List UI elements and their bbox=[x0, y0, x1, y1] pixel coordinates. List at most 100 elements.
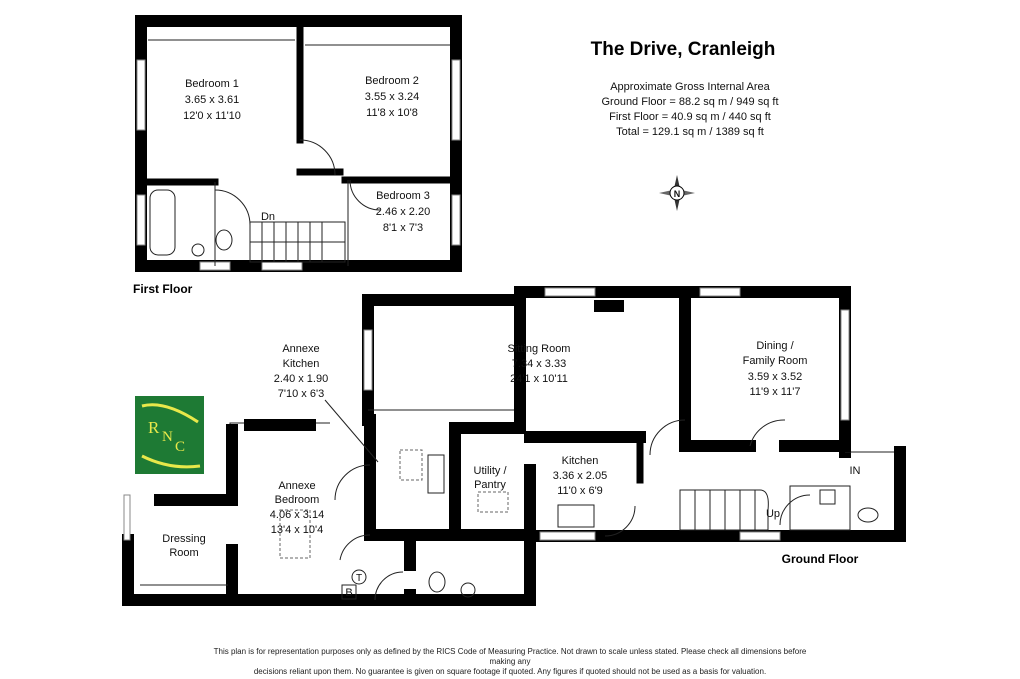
wall bbox=[524, 446, 906, 542]
room-name: Bedroom 2 bbox=[365, 75, 419, 87]
room-name: Annexe bbox=[278, 480, 315, 492]
window bbox=[539, 531, 596, 541]
door bbox=[334, 464, 371, 501]
room-name: Bedroom 3 bbox=[376, 190, 430, 202]
property-title: The Drive, Cranleigh bbox=[591, 39, 776, 60]
toilet-icon bbox=[215, 229, 233, 251]
wall bbox=[679, 290, 756, 452]
door bbox=[604, 505, 636, 537]
room-dressing-room: Dressing Room bbox=[162, 533, 205, 559]
room-sitting-room: Sitting Room 7.34 x 3.33 24'1 x 10'11 bbox=[508, 343, 571, 385]
window bbox=[544, 287, 596, 297]
ground-floor-label: Ground Floor bbox=[782, 552, 859, 566]
wall bbox=[122, 534, 536, 606]
room-utility-pantry: Utility / Pantry bbox=[474, 465, 508, 491]
boiler-box bbox=[341, 584, 357, 600]
room-metric: 2.46 x 2.20 bbox=[376, 206, 430, 218]
room-imperial: 11'9 x 11'7 bbox=[750, 386, 801, 398]
cloakroom bbox=[789, 485, 851, 531]
window bbox=[451, 59, 461, 141]
first-floor-area: First Floor = 40.9 sq m / 440 sq ft bbox=[609, 111, 771, 123]
room-name: Family Room bbox=[743, 355, 808, 367]
door bbox=[299, 139, 336, 176]
svg-text:N: N bbox=[162, 429, 173, 445]
room-name: Room bbox=[169, 547, 198, 559]
room-metric: 4.06 x 3.14 bbox=[270, 509, 324, 521]
toilet-icon bbox=[857, 507, 879, 523]
door bbox=[749, 419, 786, 447]
room-metric: 7.34 x 3.33 bbox=[512, 358, 566, 370]
window bbox=[699, 287, 741, 297]
room-metric: 2.40 x 1.90 bbox=[274, 373, 328, 385]
disclaimer: This plan is for representation purposes… bbox=[200, 647, 820, 677]
room-imperial: 11'8 x 10'8 bbox=[366, 107, 418, 119]
basin-icon bbox=[191, 243, 205, 257]
room-imperial: 24'1 x 10'11 bbox=[510, 373, 568, 385]
room-metric: 3.36 x 2.05 bbox=[553, 470, 607, 482]
room-imperial: 7'10 x 6'3 bbox=[278, 388, 324, 400]
room-name: Dining / bbox=[756, 340, 794, 352]
total-area: Total = 129.1 sq m / 1389 sq ft bbox=[616, 126, 764, 138]
room-metric: 3.59 x 3.52 bbox=[748, 371, 802, 383]
room-name: Kitchen bbox=[283, 358, 320, 370]
window bbox=[136, 59, 146, 131]
room-name: Bedroom 1 bbox=[185, 78, 239, 90]
window bbox=[840, 309, 850, 421]
room-annexe-bedroom: Annexe Bedroom 4.06 x 3.14 13'4 x 10'4 bbox=[270, 480, 324, 536]
pointer-arrow bbox=[324, 399, 379, 463]
stairs-up-label: Up bbox=[766, 508, 780, 520]
area-heading: Approximate Gross Internal Area bbox=[610, 81, 770, 93]
north-arrow-icon: N bbox=[659, 175, 695, 211]
window bbox=[363, 329, 373, 391]
svg-text:C: C bbox=[175, 439, 185, 455]
basin-icon bbox=[460, 582, 476, 598]
room-name: Bedroom bbox=[275, 494, 320, 506]
room-imperial: 13'4 x 10'4 bbox=[271, 524, 324, 536]
door bbox=[374, 571, 404, 601]
room-name: Pantry bbox=[474, 479, 506, 491]
ground-floor-plan: B T Up IN Ground Floor Annexe Kitchen 2.… bbox=[122, 286, 906, 606]
window bbox=[123, 494, 131, 541]
stairs bbox=[679, 489, 769, 531]
rnc-logo: R N C bbox=[135, 396, 204, 474]
stairs-down-label: Dn bbox=[261, 211, 275, 223]
toilet-icon bbox=[428, 571, 446, 593]
room-imperial: 12'0 x 11'10 bbox=[183, 110, 241, 122]
room-bedroom-3: Bedroom 3 2.46 x 2.20 8'1 x 7'3 bbox=[376, 190, 430, 234]
sink-icon bbox=[557, 504, 595, 528]
room-name: Annexe bbox=[282, 343, 319, 355]
room-imperial: 11'0 x 6'9 bbox=[557, 485, 603, 497]
room-dining-family: Dining / Family Room 3.59 x 3.52 11'9 x … bbox=[743, 340, 808, 398]
room-name: Dressing bbox=[162, 533, 205, 545]
north-label: N bbox=[674, 189, 681, 199]
skylight bbox=[477, 491, 509, 513]
boiler-label: B bbox=[345, 587, 352, 599]
door bbox=[214, 189, 251, 226]
svg-text:R: R bbox=[148, 418, 160, 437]
room-name: Kitchen bbox=[562, 455, 599, 467]
first-floor-label: First Floor bbox=[133, 282, 193, 296]
skylight bbox=[279, 509, 311, 559]
bath-icon bbox=[149, 189, 176, 256]
first-floor-plan: Dn Bedroom 1 3.65 x 3.61 12'0 x 11'10 Be… bbox=[133, 15, 462, 296]
room-kitchen: Kitchen 3.36 x 2.05 11'0 x 6'9 bbox=[553, 455, 607, 497]
window bbox=[739, 531, 781, 541]
room-imperial: 8'1 x 7'3 bbox=[383, 222, 423, 234]
room-annexe-kitchen: Annexe Kitchen 2.40 x 1.90 7'10 x 6'3 bbox=[274, 343, 379, 463]
room-name: Sitting Room bbox=[508, 343, 571, 355]
room-name: Utility / bbox=[474, 465, 508, 477]
window bbox=[451, 194, 461, 246]
door bbox=[349, 179, 381, 211]
window bbox=[136, 194, 146, 246]
sink-icon bbox=[427, 454, 445, 494]
stairs bbox=[249, 221, 346, 263]
door bbox=[339, 534, 371, 561]
skylight bbox=[399, 449, 423, 481]
entrance-label: IN bbox=[850, 465, 861, 477]
door bbox=[649, 419, 686, 456]
tank-label: T bbox=[356, 573, 362, 584]
basin-icon bbox=[819, 489, 836, 505]
room-bedroom-2: Bedroom 2 3.55 x 3.24 11'8 x 10'8 bbox=[365, 75, 419, 119]
